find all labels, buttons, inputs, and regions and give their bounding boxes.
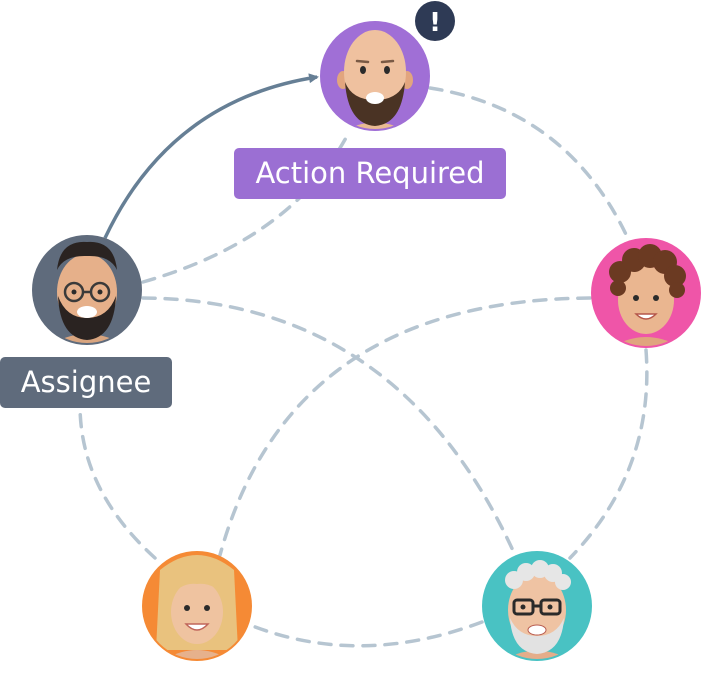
connector-bottom-left-left xyxy=(80,405,155,558)
alert-badge: ! xyxy=(415,1,455,41)
action-required-label: Action Required xyxy=(234,148,506,199)
avatar-right[interactable] xyxy=(591,238,701,352)
assignee-label: Assignee xyxy=(0,357,172,408)
connector-right-bottom-left xyxy=(220,298,590,555)
connector-right-bottom-right xyxy=(570,350,647,558)
connector-bottom-right-bottom-left xyxy=(250,622,482,646)
avatar-bottom-right[interactable] xyxy=(482,551,592,665)
avatar-bottom-left[interactable] xyxy=(142,551,252,665)
avatar-left[interactable] xyxy=(32,235,142,350)
blonde-woman-icon xyxy=(156,555,238,665)
avatar-top[interactable] xyxy=(320,21,430,140)
connector-left-bottom-right xyxy=(143,298,515,555)
alert-icon: ! xyxy=(429,8,441,38)
